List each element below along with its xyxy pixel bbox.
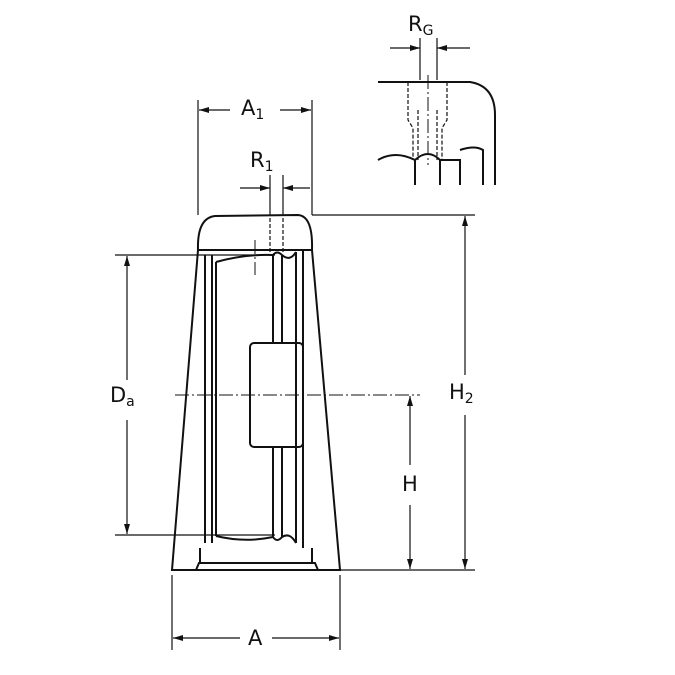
centerlines — [175, 240, 420, 396]
dimension-R1 — [240, 175, 310, 215]
dimension-A — [172, 575, 340, 650]
housing — [170, 213, 342, 571]
detail-view-RG — [377, 38, 496, 185]
label-RG: RG — [408, 12, 434, 39]
label-H: H — [402, 472, 418, 496]
bearing-insert — [204, 218, 304, 548]
dimension-Da — [115, 255, 275, 535]
label-Da: Da — [110, 383, 135, 410]
label-A: A — [248, 626, 263, 650]
label-R1: R1 — [250, 148, 274, 175]
label-H2: H2 — [449, 380, 474, 407]
label-A1: A1 — [241, 96, 265, 123]
dimension-A1 — [198, 100, 312, 215]
